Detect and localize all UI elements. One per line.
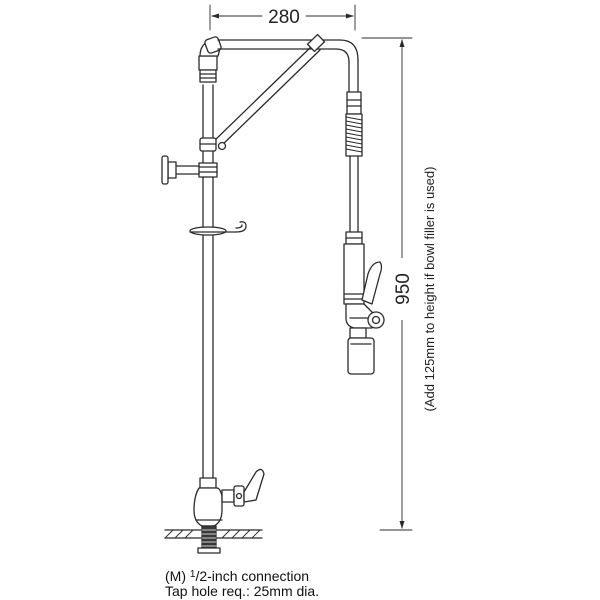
connection-note: (M) 1/2-inch connection bbox=[165, 566, 309, 585]
tap-hole-note: Tap hole req.: 25mm dia. bbox=[165, 583, 320, 599]
connection-numerator: 1 bbox=[189, 569, 196, 580]
connection-suffix: /2-inch connection bbox=[195, 568, 310, 584]
width-value: 280 bbox=[268, 7, 300, 28]
height-dimension: 950 (Add 125mm to height if bowl filler … bbox=[361, 37, 437, 531]
hose-hook bbox=[189, 221, 247, 236]
horizontal-arm bbox=[217, 39, 359, 63]
base-valve bbox=[193, 468, 265, 527]
riser-pipe bbox=[202, 84, 214, 491]
height-note: (Add 125mm to height if bowl filler is u… bbox=[422, 167, 437, 412]
diagonal-brace bbox=[212, 33, 326, 149]
width-dimension: 280 bbox=[209, 4, 356, 31]
top-swivel-fitting bbox=[198, 36, 222, 83]
threaded-shank bbox=[197, 525, 221, 554]
connection-prefix: (M) bbox=[165, 568, 190, 584]
spray-valve bbox=[343, 231, 385, 375]
height-value: 950 bbox=[393, 273, 414, 305]
hose bbox=[345, 59, 363, 233]
wall-bracket bbox=[161, 155, 218, 185]
brace-clamp bbox=[199, 137, 227, 152]
